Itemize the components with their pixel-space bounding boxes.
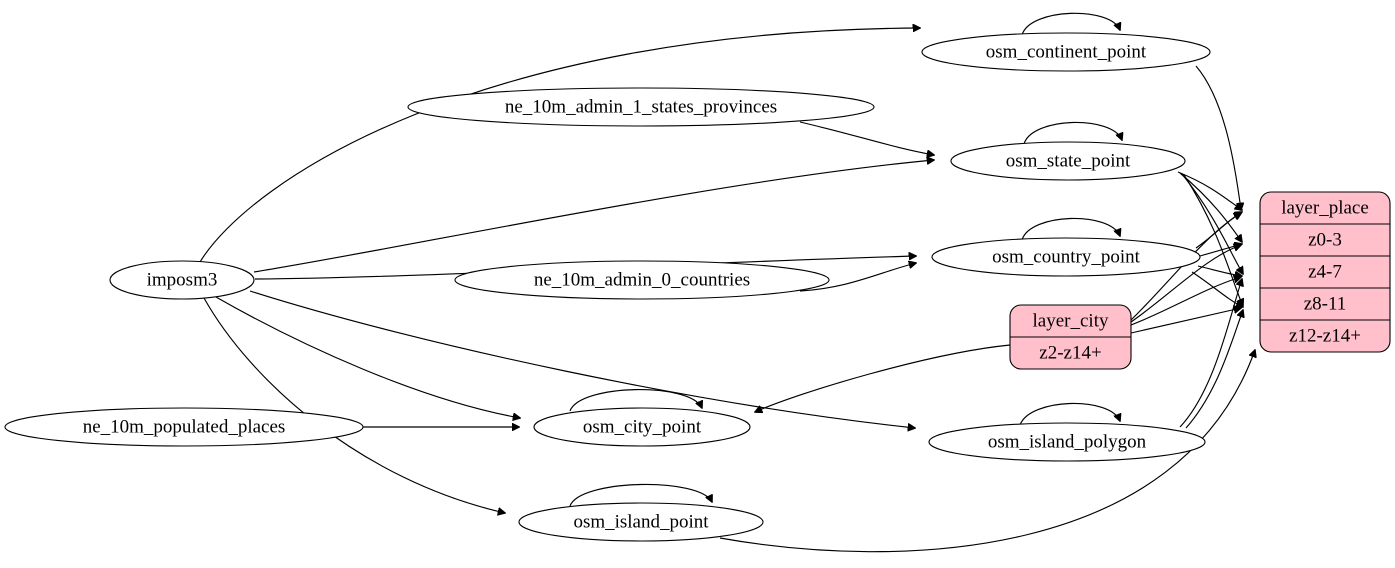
edge-osm_state_point-to-layer_place_z4 [1179, 172, 1242, 242]
edge-osm_island_polygon-to-layer_place_z12 [1185, 310, 1243, 429]
node-shape-osm_state_point [950, 141, 1186, 181]
edge-imposm3-to-osm_island_polygon [249, 290, 915, 428]
edge-layer_city-to-osm_city_point [755, 344, 1011, 412]
edge-osm_country_point-to-layer_place_z8 [1197, 265, 1242, 276]
edge-ne_countries-to-osm_country_point [799, 263, 916, 292]
edge-osm_country_point-to-layer_place_z12 [1191, 271, 1243, 307]
node-ne_states[interactable]: ne_10m_admin_1_states_provinces [407, 87, 875, 127]
node-osm_state_point[interactable]: osm_state_point [950, 141, 1186, 181]
node-ne_countries[interactable]: ne_10m_admin_0_countries [454, 260, 830, 300]
edge-osm_state_point-to-layer_place_z12 [1183, 174, 1243, 306]
edge-osm_island_polygon-to-layer_place_z8 [1179, 279, 1242, 428]
record-body-layer_place [1259, 191, 1391, 353]
node-shape-ne_countries [454, 260, 830, 300]
edge-imposm3-to-osm_city_point [215, 296, 520, 418]
edge-layer_city-to-layer_place_z4 [1130, 245, 1241, 323]
self-loop-osm_island_point [569, 483, 712, 507]
edge-ne_states-to-osm_state_point [799, 121, 934, 155]
self-loop-osm_country_point [1021, 217, 1120, 241]
node-imposm3[interactable]: imposm3 [109, 260, 255, 300]
self-loops-layer [569, 12, 1122, 507]
edge-imposm3-to-osm_continent_point [199, 28, 920, 263]
node-shape-ne_populated [4, 407, 364, 447]
nodes-layer: imposm3 ne_10m_admin_1_states_provincesne… [4, 32, 1211, 542]
self-loop-osm_state_point [1023, 121, 1122, 145]
node-osm_city_point[interactable]: osm_city_point [533, 407, 751, 447]
node-osm_island_point[interactable]: osm_island_point [518, 502, 764, 542]
edge-osm_island_point-to-layer_place_z12 [719, 350, 1255, 553]
node-osm_island_polygon[interactable]: osm_island_polygon [928, 422, 1206, 462]
node-ne_populated[interactable]: ne_10m_populated_places [4, 407, 364, 447]
node-shape-osm_island_polygon [928, 422, 1206, 462]
edge-imposm3-to-osm_island_point [203, 297, 505, 513]
node-shape-osm_continent_point [921, 32, 1211, 72]
self-loop-osm_continent_point [1021, 12, 1120, 36]
edge-imposm3-to-osm_state_point [253, 160, 934, 273]
self-loop-osm_city_point [569, 389, 702, 412]
edge-osm_state_point-to-layer_place_z0 [1177, 171, 1242, 210]
node-shape-osm_island_point [518, 502, 764, 542]
self-loop-osm_island_polygon [1019, 402, 1120, 426]
node-osm_continent_point[interactable]: osm_continent_point [921, 32, 1211, 72]
node-shape-osm_city_point [533, 407, 751, 447]
node-osm_country_point[interactable]: osm_country_point [931, 237, 1201, 277]
edge-osm_continent_point-to-layer_place [1195, 65, 1241, 210]
node-shape-imposm3 [109, 260, 255, 300]
node-shape-osm_country_point [931, 237, 1201, 277]
edge-layer_city-to-layer_place_z12 [1130, 308, 1241, 334]
edge-layer_city-to-layer_place_z8 [1130, 277, 1241, 326]
node-shape-ne_states [407, 87, 875, 127]
